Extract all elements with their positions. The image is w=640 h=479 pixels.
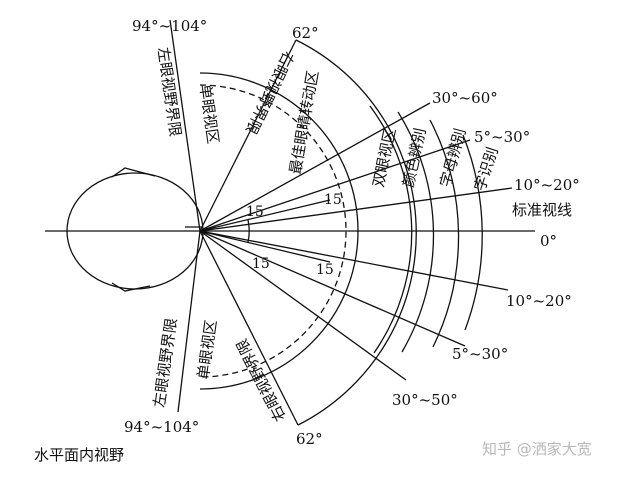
ray-94-bottom	[177, 230, 201, 413]
label-5-30-top: 5°~30°	[474, 128, 530, 146]
ray-10-20-bottom	[199, 230, 509, 291]
label-letter: 字母辨别	[436, 126, 469, 189]
arc-binocular	[369, 105, 413, 354]
arc-word	[462, 134, 483, 331]
label-mono-top: 单眼视区	[196, 83, 222, 145]
label-62-top: 62°	[292, 24, 319, 42]
ray-30-60	[199, 102, 431, 232]
caption: 水平面内视野	[34, 446, 124, 464]
label-10-20-top: 10°~20°	[514, 176, 580, 194]
label-best-eye-move: 最佳眼睛转动区	[286, 69, 322, 176]
ray-30-50	[199, 230, 407, 381]
label-right-eye-bottom: 右眼视野界限	[233, 336, 290, 424]
ray-5-30-top	[199, 139, 471, 232]
label-word: 字识别	[471, 145, 502, 193]
label-94-top: 94°~104°	[132, 17, 207, 35]
ray-15-upper	[199, 199, 331, 232]
label-right-eye-top: 右眼视野界限	[242, 48, 298, 137]
label-5-30-bottom: 5°~30°	[452, 345, 508, 363]
label-15-b: 15	[324, 192, 342, 208]
ray-62-top	[199, 39, 297, 232]
arc-small-angle	[247, 219, 250, 243]
arc-letter	[429, 119, 460, 348]
label-left-eye-bottom: 左眼视野界限	[150, 317, 180, 409]
label-binocular: 双眼视区	[369, 126, 399, 188]
label-15-a: 15	[246, 204, 264, 220]
label-15-c: 15	[252, 256, 270, 272]
ear-bottom	[111, 282, 151, 292]
watermark: 知乎 @洒家大宽	[482, 440, 592, 458]
arc-inner-solid	[199, 72, 359, 390]
ray-62-bottom	[199, 230, 299, 426]
label-0: 0°	[540, 232, 557, 250]
label-30-60: 30°~60°	[432, 89, 498, 107]
label-color: 颜色辨别	[399, 126, 429, 188]
arc-outer-62	[295, 39, 417, 426]
ear-top	[111, 167, 156, 178]
label-94-bottom: 94°~104°	[124, 418, 199, 436]
arc-color	[397, 111, 435, 353]
ray-5-30-bottom	[199, 230, 466, 347]
ray-94-top	[169, 19, 201, 232]
label-30-50: 30°~50°	[392, 391, 458, 409]
label-15-d: 15	[316, 262, 334, 278]
label-standard-line: 标准视线	[512, 201, 572, 219]
label-10-20-bottom: 10°~20°	[506, 292, 572, 310]
ray-15-lower	[199, 230, 331, 263]
label-mono-bottom: 单眼视区	[194, 319, 220, 381]
label-62-bottom: 62°	[296, 430, 323, 448]
